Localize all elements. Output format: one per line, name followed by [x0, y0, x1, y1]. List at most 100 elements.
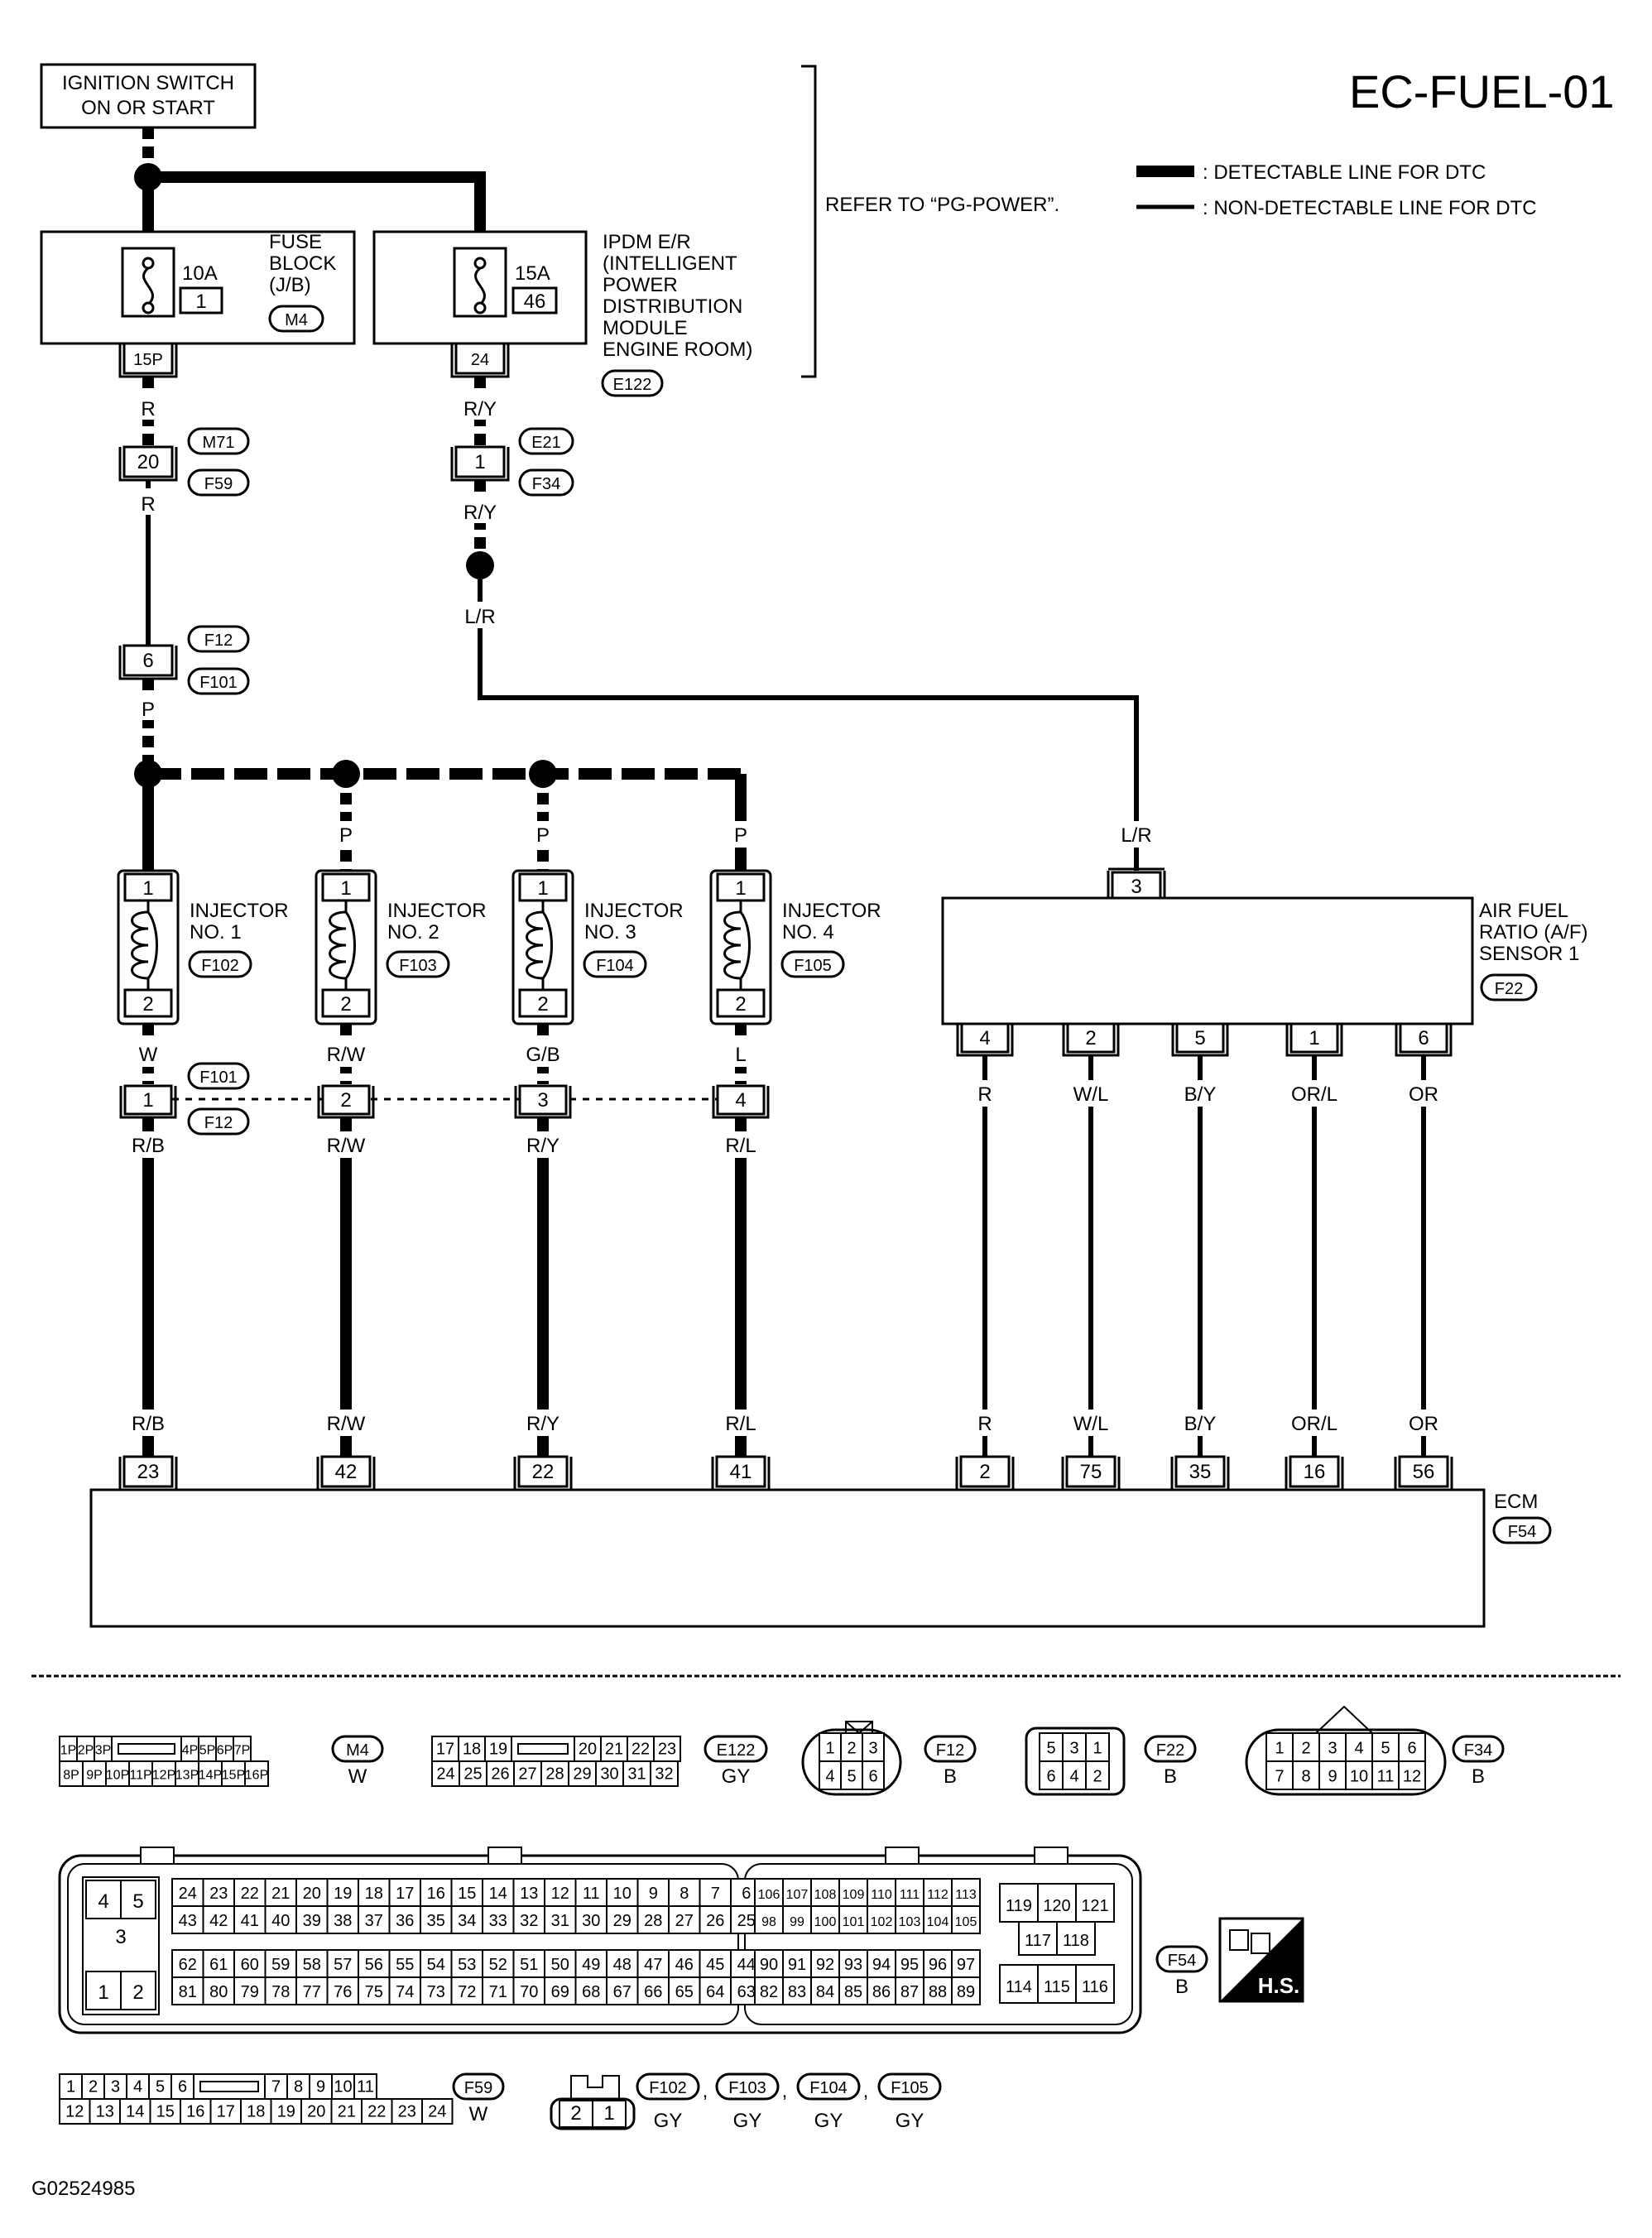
- f54-b2-cell: [867, 1905, 896, 1934]
- f54-b3-pin: 95: [900, 1956, 919, 1974]
- f54-b1-pin: 111: [900, 1888, 920, 1902]
- f54-r4-pin: 69: [551, 1983, 569, 2001]
- e122-bottom-pin: 24: [436, 1765, 454, 1784]
- af-pin-5-ecm-pin-label: 35: [1189, 1461, 1212, 1483]
- face-f103-badge: [715, 2072, 780, 2101]
- f54-r4-pin: 78: [271, 1983, 290, 2001]
- face-f34-id: F34: [1464, 1741, 1492, 1760]
- injector-1-joint-pin: 1: [142, 1089, 153, 1112]
- f34-top-pin: 1: [1275, 1739, 1284, 1757]
- injector-1-coil-return: [146, 911, 158, 979]
- f54-r4-pin: 63: [737, 1983, 756, 2001]
- ipdm-number-box: [511, 286, 558, 315]
- wire-label-e21-out: R/Y: [463, 502, 497, 524]
- f54-c1-cell: [1075, 1883, 1115, 1923]
- injector-3-ecm-pin-label: 22: [532, 1461, 555, 1483]
- f54-r2-cell: [295, 1905, 329, 1934]
- m4-bottom-cell: [175, 1760, 199, 1787]
- f54-b2-pin: 99: [790, 1915, 804, 1929]
- f54-r2-pin: 29: [613, 1912, 632, 1930]
- f54-r4-pin: 66: [644, 1983, 662, 2001]
- f54-r4-pin: 74: [396, 1983, 414, 2001]
- injector-2-pin-top: 1: [340, 877, 351, 900]
- af-pin-1-wire-label-bottom-bg: [1285, 1410, 1343, 1436]
- m4-top-right-pin: 5P: [199, 1744, 216, 1758]
- f59-bottom-pin: 17: [217, 2103, 235, 2121]
- f54-c1-pin: 119: [1006, 1897, 1032, 1915]
- f54-r2-cell: [544, 1905, 577, 1934]
- injector-3-pin-bottom: 2: [537, 993, 548, 1016]
- f54-r4-pin: 67: [613, 1983, 632, 2001]
- hs-symbol-fill: [1220, 1919, 1303, 2001]
- f54-r1-cell: [450, 1878, 483, 1907]
- f54-r1-pin: 22: [241, 1885, 259, 1903]
- injector-4-pin-bottom: 2: [735, 993, 746, 1016]
- f54-r2-pin: 27: [675, 1912, 694, 1930]
- m4-bottom-pin: 11P: [129, 1769, 151, 1783]
- f54-r4-pin: 76: [334, 1983, 352, 2001]
- af-pin-1-box: [1289, 1022, 1339, 1054]
- f34-top-pin: 2: [1301, 1739, 1310, 1757]
- af-sensor-in-wire: L/R: [1121, 824, 1151, 847]
- injector-1-label-1: INJECTOR: [190, 900, 289, 922]
- f54-r1-pin: 16: [427, 1885, 445, 1903]
- f54-r3-pin: 56: [365, 1956, 383, 1974]
- injector-1-out-wire-label: W: [139, 1044, 158, 1066]
- f34-bottom-cell: [1371, 1760, 1400, 1790]
- f54-b4-pin: 88: [929, 1983, 947, 2001]
- hs-symbol-icon: [1229, 1929, 1270, 1954]
- face-f54-badge: [1155, 1945, 1208, 1973]
- f59-bottom-pin: 18: [247, 2103, 265, 2121]
- joint-f101-id: F101: [199, 674, 238, 692]
- face-f102-id: F102: [649, 2079, 687, 2097]
- f54-b3-cell: [951, 1949, 981, 1978]
- injector-2-coil: [329, 910, 347, 980]
- f54-small-mid: 3: [115, 1926, 126, 1948]
- f59-bottom-cell: [330, 2098, 363, 2125]
- f54-b3-cell: [782, 1949, 812, 1978]
- ipdm-fuse-top: [473, 257, 487, 270]
- f54-r1-pin: 10: [613, 1885, 632, 1903]
- injector-1-ecm-pin-box: [122, 1455, 174, 1488]
- f54-r1-pin: 8: [680, 1885, 689, 1903]
- af-pin-4-ecm-pin-label: 2: [979, 1461, 990, 1483]
- af-pin-6-wire-label-bottom-bg: [1407, 1410, 1440, 1436]
- f54-b3-pin: 97: [957, 1956, 975, 1974]
- m4-bottom-cell: [105, 1760, 130, 1787]
- f54-r4-cell: [358, 1976, 391, 2005]
- af-pin-2-label: 2: [1085, 1027, 1096, 1049]
- f54-b2-pin: 103: [899, 1915, 921, 1929]
- f59-bottom-cell: [240, 2098, 272, 2125]
- e122-bottom-cell: [595, 1760, 624, 1787]
- injector-4-label-1: INJECTOR: [782, 900, 881, 922]
- f54-r3-cell: [171, 1949, 204, 1978]
- injector-1-pin-bottom-box: [123, 988, 173, 1018]
- f54-r2-cell: [233, 1905, 267, 1934]
- injector-3-coil: [526, 910, 544, 980]
- f59-bottom-pin: 12: [65, 2103, 84, 2121]
- f54-c1-cell: [1037, 1883, 1077, 1923]
- af-pin-2-wire-label-top: W/L: [1073, 1083, 1109, 1106]
- e122-bottom-pin: 32: [655, 1765, 673, 1784]
- m4-bottom-pin: 13P: [175, 1769, 199, 1783]
- joint-m71-pin-box: [122, 445, 174, 478]
- f54-r2-pin: 25: [737, 1912, 756, 1930]
- wire-label-fuse-block-out: R: [141, 398, 155, 420]
- f54-r1-pin: 18: [365, 1885, 383, 1903]
- af-sensor-connector-badge: [1480, 973, 1538, 1001]
- ipdm-amps: 15A: [515, 262, 550, 285]
- f59-top-left-pin: 6: [178, 2078, 187, 2096]
- f12-top-cell: [862, 1732, 885, 1762]
- injector-4-label-2: NO. 4: [782, 921, 834, 944]
- af-sensor-in-pin-box: [1111, 871, 1162, 900]
- f54-r4-pin: 73: [427, 1983, 445, 2001]
- f54-small-top-pin: 4: [98, 1890, 108, 1913]
- f34-top-cell: [1318, 1732, 1347, 1762]
- e122-bottom-pin: 27: [518, 1765, 536, 1784]
- f34-top-pin: 5: [1381, 1739, 1390, 1757]
- injector-3-pin-top-box: [518, 872, 568, 902]
- face-f34-badge: [1452, 1735, 1505, 1763]
- f54-r1-pin: 6: [742, 1885, 751, 1903]
- f54-r4-cell: [420, 1976, 453, 2005]
